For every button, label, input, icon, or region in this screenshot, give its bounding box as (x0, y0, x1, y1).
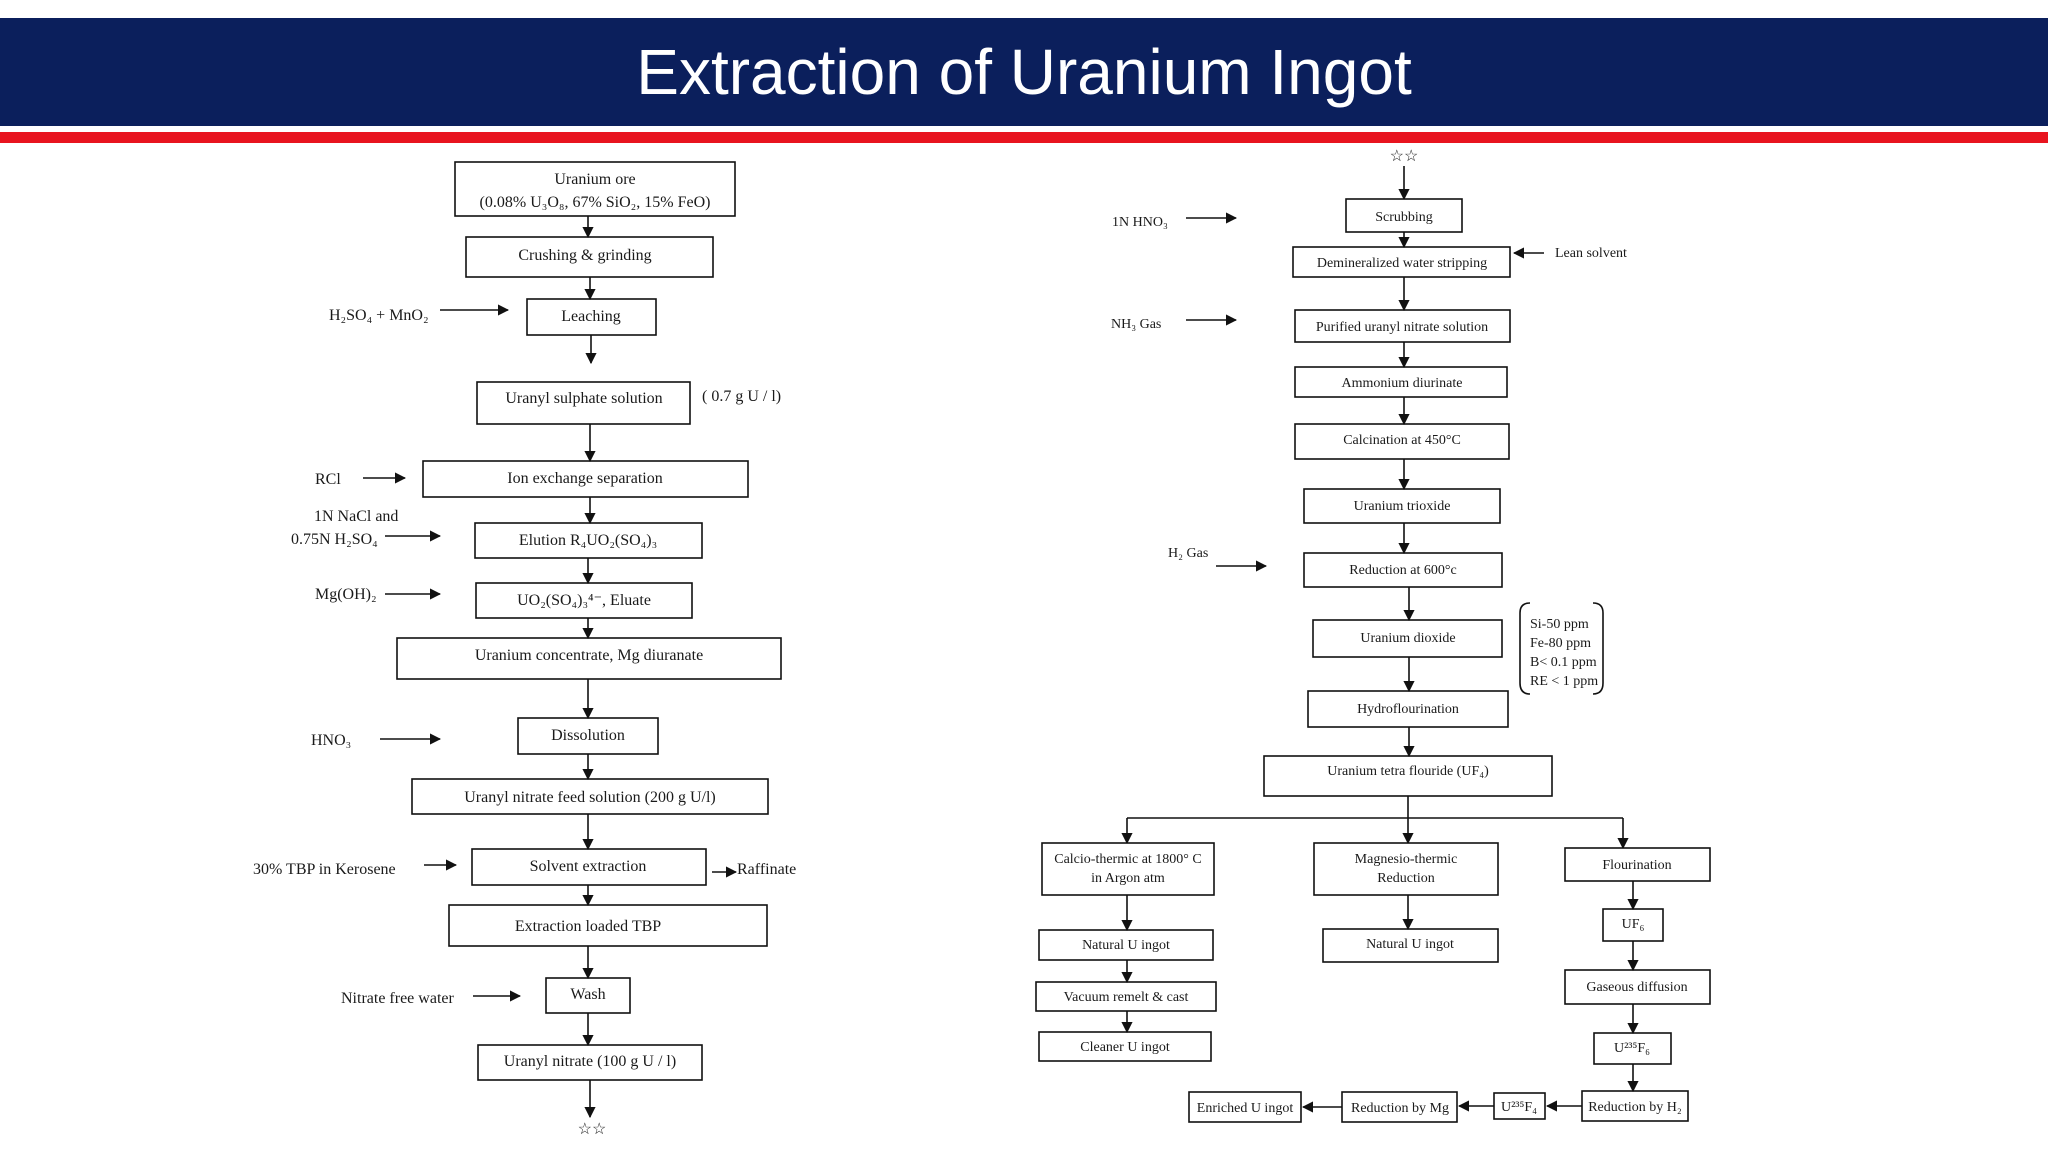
connector-symbol-bottom: ☆☆ (578, 1121, 607, 1138)
label-vacuum: Vacuum remelt & cast (1064, 990, 1189, 1005)
label-concentrate: Uranium concentrate, Mg diuranate (475, 647, 703, 664)
label-leaching: Leaching (561, 308, 621, 325)
box-loaded-tbp (448, 904, 768, 947)
label-enriched: Enriched U ingot (1197, 1101, 1294, 1116)
header-divider-red (0, 132, 2048, 143)
impurity-brace (1519, 602, 1531, 695)
label-uf4: Uranium tetra flouride (UF₄) (1327, 764, 1489, 779)
box-natural-ingot-2 (1322, 928, 1499, 963)
label-scrubbing: Scrubbing (1375, 210, 1433, 225)
reagent-elution-2: 0.75N H₂SO₄ (291, 531, 378, 548)
output-lean-solvent: Lean solvent (1555, 246, 1627, 261)
label-flourination: Flourination (1602, 858, 1671, 873)
box-flourination (1564, 847, 1711, 882)
impurity-si: Si-50 ppm (1530, 617, 1589, 632)
label-diurinate: Ammonium diurinate (1342, 376, 1463, 391)
box-purified (1294, 309, 1511, 343)
impurity-re: RE < 1 ppm (1530, 674, 1598, 689)
label-cleaner: Cleaner U ingot (1080, 1040, 1170, 1055)
impurity-brace-right (1592, 602, 1604, 695)
box-reduction-mg (1341, 1091, 1458, 1123)
box-ion-exchange (422, 460, 749, 498)
label-uranium-ore-1: Uranium ore (554, 171, 635, 188)
box-scrubbing (1345, 198, 1463, 233)
reagent-solvent: 30% TBP in Kerosene (253, 861, 396, 878)
box-enriched (1188, 1091, 1302, 1123)
label-ion-exchange: Ion exchange separation (507, 470, 662, 487)
label-magnesio-2: Reduction (1377, 871, 1435, 886)
box-trioxide (1303, 488, 1501, 524)
label-eluate: UO₂(SO₄)₃⁴⁻, Eluate (517, 592, 651, 609)
label-natural-ingot-2: Natural U ingot (1366, 937, 1454, 952)
label-wash: Wash (570, 986, 605, 1003)
box-uranyl-nitrate (477, 1044, 703, 1081)
label-solvent-extraction: Solvent extraction (530, 858, 647, 875)
label-calcio-2: in Argon atm (1091, 871, 1165, 886)
box-leaching (526, 298, 657, 336)
label-gaseous: Gaseous diffusion (1586, 980, 1687, 995)
label-natural-ingot-1: Natural U ingot (1082, 938, 1170, 953)
box-wash (545, 977, 631, 1014)
label-stripping: Demineralized water stripping (1317, 256, 1487, 271)
box-diurinate (1294, 366, 1508, 398)
label-uranyl-nitrate: Uranyl nitrate (100 g U / l) (504, 1053, 676, 1070)
box-stripping (1292, 246, 1511, 278)
output-raffinate: Raffinate (737, 861, 796, 878)
label-elution: Elution R₄UO₂(SO₄)₃ (519, 532, 657, 549)
reagent-leaching: H₂SO₄ + MnO₂ (329, 307, 429, 324)
box-solvent-extraction (471, 848, 707, 886)
right-flow: ☆☆ Scrubbing 1N HNO₃ Demineralized water… (1035, 148, 1711, 1123)
left-flow: Uranium ore (0.08% U₃O₈, 67% SiO₂, 15% F… (253, 161, 796, 1138)
label-feed-solution: Uranyl nitrate feed solution (200 g U/l) (464, 789, 716, 806)
label-uranium-ore-2: (0.08% U₃O₈, 67% SiO₂, 15% FeO) (480, 194, 711, 211)
reagent-wash: Nitrate free water (341, 990, 454, 1007)
label-purified: Purified uranyl nitrate solution (1316, 320, 1488, 335)
impurity-b: B< 0.1 ppm (1530, 655, 1597, 670)
box-uranyl-sulphate (476, 381, 691, 425)
reagent-eluate: Mg(OH)₂ (315, 586, 377, 603)
reagent-dissolution: HNO₃ (311, 732, 351, 749)
label-uranyl-sulphate: Uranyl sulphate solution (505, 390, 662, 407)
label-calcio-1: Calcio-thermic at 1800° C (1054, 852, 1202, 867)
reagent-nh3: NH₃ Gas (1111, 317, 1161, 332)
reagent-h2: H₂ Gas (1168, 546, 1208, 561)
label-loaded-tbp: Extraction loaded TBP (515, 918, 661, 935)
label-reduction-h2: Reduction by H₂ (1588, 1100, 1682, 1115)
label-dioxide: Uranium dioxide (1360, 631, 1455, 646)
reagent-scrubbing: 1N HNO₃ (1112, 215, 1168, 230)
note-uranyl-sulphate: ( 0.7 g U / l) (702, 388, 781, 405)
box-crushing (465, 236, 714, 278)
label-trioxide: Uranium trioxide (1354, 499, 1451, 514)
label-crushing: Crushing & grinding (518, 247, 651, 264)
reagent-ion-exchange: RCl (315, 471, 341, 488)
label-u235f4: U²³⁵F₄ (1501, 1100, 1537, 1115)
box-uranium-ore (454, 161, 736, 217)
reagent-elution-1: 1N NaCl and (314, 508, 398, 525)
box-elution (474, 522, 703, 559)
box-dioxide (1312, 619, 1503, 658)
label-uf6: UF₆ (1622, 917, 1645, 932)
label-reduction-mg: Reduction by Mg (1351, 1101, 1449, 1116)
label-magnesio-1: Magnesio-thermic (1355, 852, 1458, 867)
impurity-fe: Fe-80 ppm (1530, 636, 1591, 651)
title-bar: Extraction of Uranium Ingot (0, 18, 2048, 126)
connector-symbol-top: ☆☆ (1390, 148, 1419, 165)
header-divider-white (0, 126, 2048, 132)
box-magnesio (1313, 842, 1499, 896)
label-hydro: Hydroflourination (1357, 702, 1459, 717)
label-u235f6: U²³⁵F₆ (1614, 1041, 1650, 1056)
label-reduction: Reduction at 600°c (1349, 563, 1456, 578)
label-dissolution: Dissolution (551, 727, 625, 744)
box-calcio (1041, 842, 1215, 896)
label-calcination: Calcination at 450°C (1343, 433, 1461, 448)
page-title: Extraction of Uranium Ingot (636, 36, 1412, 108)
